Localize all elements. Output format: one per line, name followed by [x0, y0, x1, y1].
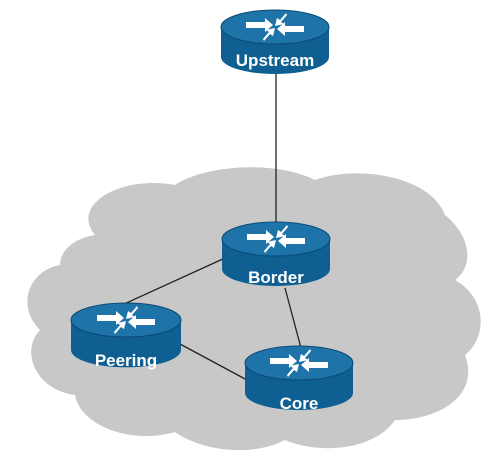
router-peering[interactable]: Peering: [70, 302, 182, 370]
router-icon: [244, 345, 354, 410]
router-label: Border: [248, 268, 304, 287]
link-peering-core: [179, 343, 248, 381]
router-border[interactable]: Border: [221, 221, 331, 287]
router-label: Upstream: [236, 51, 314, 70]
router-icon: [70, 302, 182, 368]
links-layer: [121, 72, 302, 381]
router-icon: [221, 221, 331, 286]
router-label: Peering: [95, 351, 157, 370]
router-label: Core: [280, 394, 319, 413]
link-border-core: [284, 287, 302, 349]
cloud-shape: [27, 167, 481, 451]
router-upstream[interactable]: Upstream: [220, 9, 330, 74]
router-core[interactable]: Core: [244, 345, 354, 413]
link-border-peering: [121, 257, 226, 306]
router-icon: [220, 9, 330, 74]
